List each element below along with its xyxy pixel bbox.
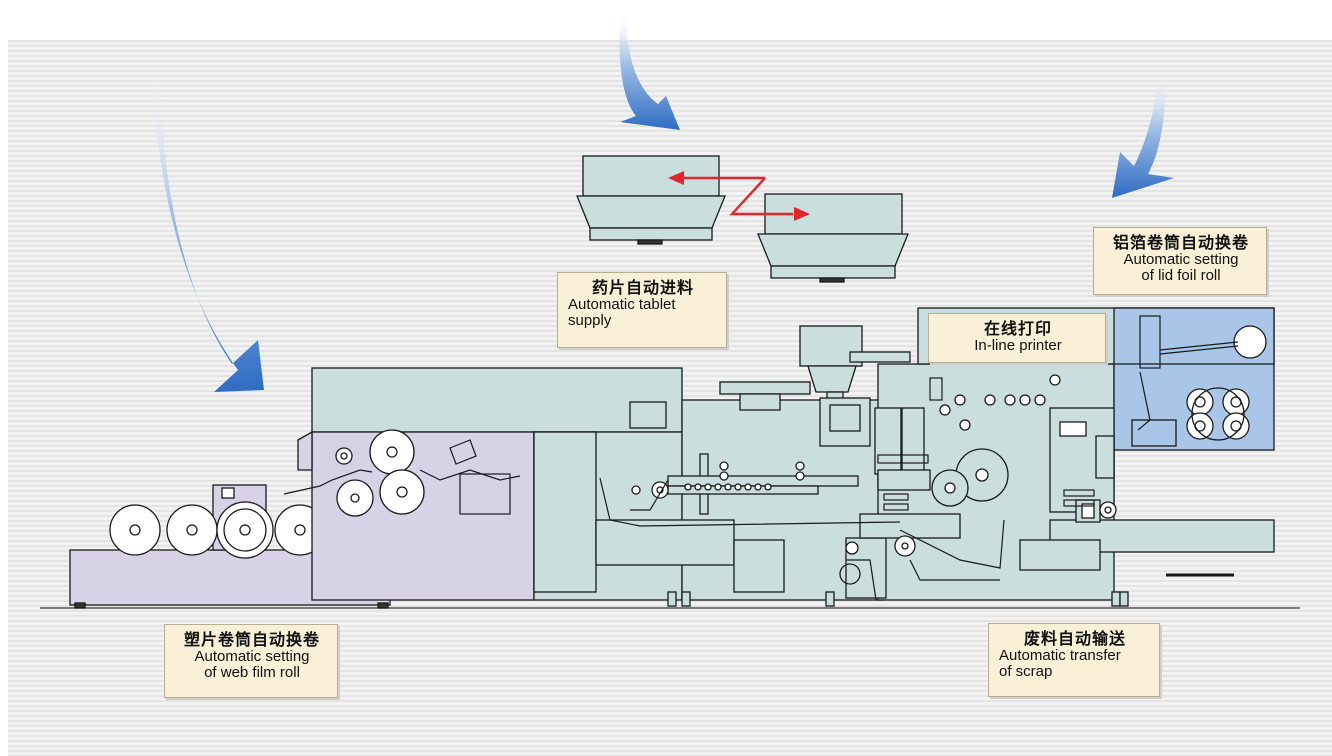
scrap-line1: Automatic transfer: [999, 647, 1121, 664]
lid-foil-title-zh: 铝箔卷筒自动换卷: [1112, 233, 1249, 252]
lid-foil-line2: of lid foil roll: [1141, 267, 1221, 284]
web-film-line1: Automatic setting: [194, 648, 310, 665]
callout-lid-foil: 铝箔卷筒自动换卷 Automatic setting of lid foil r…: [1093, 227, 1267, 295]
callout-web-film: 塑片卷筒自动换卷 Automatic setting of web film r…: [164, 624, 338, 698]
down-arrow-lid-foil: [1112, 72, 1174, 198]
web-film-title-zh: 塑片卷筒自动换卷: [183, 630, 320, 649]
callout-printer: 在线打印 In-line printer: [928, 313, 1106, 363]
web-film-line2: of web film roll: [204, 664, 300, 681]
tablet-supply-line2: supply: [568, 312, 612, 329]
printer-line1: In-line printer: [974, 337, 1062, 354]
down-arrow-web-film: [152, 70, 264, 392]
scrap-line2: of scrap: [999, 663, 1053, 680]
callout-scrap: 废料自动输送 Automatic transfer of scrap: [988, 623, 1160, 697]
tablet-supply-line1: Automatic tablet: [568, 296, 676, 313]
tablet-hopper-right: [757, 193, 909, 283]
machine-body: [297, 307, 1275, 607]
film-path: [283, 315, 1239, 601]
down-arrow-tablet-supply: [619, 10, 680, 130]
printer-title-zh: 在线打印: [983, 319, 1052, 338]
scrap-title-zh: 废料自动输送: [1023, 629, 1126, 648]
web-film-roll-station: [69, 484, 391, 609]
rollers: [335, 325, 1267, 585]
tablet-supply-title-zh: 药片自动进料: [591, 278, 694, 297]
lid-foil-line1: Automatic setting: [1123, 251, 1239, 268]
hopper-shift-arrow: [668, 171, 810, 221]
tablet-hopper-left: [576, 155, 726, 245]
callout-tablet-supply: 药片自动进料 Automatic tablet supply: [557, 272, 727, 348]
